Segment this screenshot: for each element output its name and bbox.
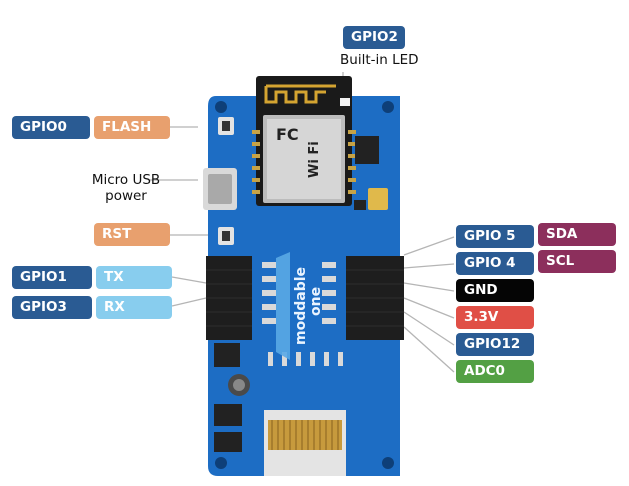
gpio2-label: GPIO2 [343, 26, 405, 49]
flash-label: FLASH [94, 116, 170, 139]
sda-label: SDA [538, 223, 616, 246]
rx-label: RX [96, 296, 172, 319]
leader-line-tx [171, 276, 207, 284]
scl-label: SCL [538, 250, 616, 273]
gpio3-label: GPIO3 [12, 296, 92, 319]
brand-text-2: one [308, 287, 324, 316]
leader-line-3v3 [403, 297, 455, 319]
gnd-label: GND [456, 279, 534, 302]
adc0-label: ADC0 [456, 360, 534, 383]
module-fc-text: FC [276, 125, 299, 144]
brand-text: moddable [293, 267, 309, 345]
leader-line-adc0 [403, 326, 455, 373]
rst-label: RST [94, 223, 170, 246]
usb-power-label: Micro USB power [86, 172, 166, 204]
gpio0-label: GPIO0 [12, 116, 90, 139]
leader-line-gpio5 [403, 236, 455, 256]
gpio1-label: GPIO1 [12, 266, 92, 289]
usb-power-line1: Micro USB [91, 172, 161, 188]
v33-label: 3.3V [456, 306, 534, 329]
builtin-led-label: Built-in LED [340, 52, 419, 68]
leader-line-rx [171, 297, 207, 307]
leader-line-gnd [403, 282, 455, 292]
leader-line-gpio12 [403, 311, 455, 346]
gpio5-label: GPIO 5 [456, 225, 534, 248]
gpio12-label: GPIO12 [456, 333, 534, 356]
module-wifi-text: Wi Fi [307, 141, 322, 178]
gpio4-label: GPIO 4 [456, 252, 534, 275]
tx-label: TX [96, 266, 172, 289]
leader-line-gpio4 [403, 263, 455, 269]
usb-power-line2: power [105, 188, 147, 204]
